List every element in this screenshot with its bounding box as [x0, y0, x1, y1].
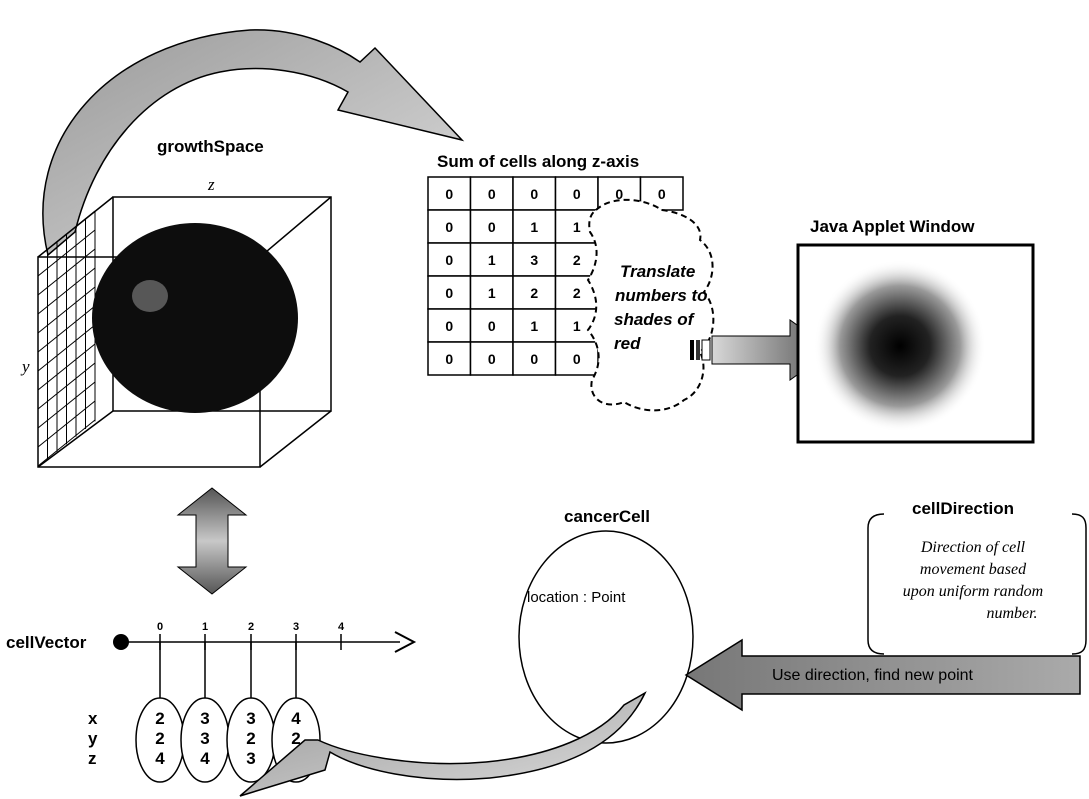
translate-line-1: Translate: [620, 262, 695, 281]
translate-line-3: shades of: [614, 310, 696, 329]
table-cell: 0: [445, 186, 453, 202]
table-cell: 0: [530, 186, 538, 202]
vector-entry-value: 2: [291, 729, 300, 748]
row-label-x: x: [88, 709, 98, 728]
growth-space-cube: growthSpace z y: [20, 137, 332, 468]
vector-entry-value: 4: [200, 749, 210, 768]
table-cell: 0: [445, 318, 453, 334]
top-curved-arrow: [42, 29, 465, 257]
vector-entry-value: 3: [200, 709, 209, 728]
vector-entry-value: 2: [246, 729, 255, 748]
table-cell: 1: [488, 252, 496, 268]
vector-entry-value: 3: [200, 729, 209, 748]
translate-line-2: numbers to: [615, 286, 708, 305]
vector-entry-value: 3: [246, 749, 255, 768]
vector-entry-value: 4: [291, 709, 301, 728]
growth-space-title: growthSpace: [157, 137, 264, 156]
table-cell: 3: [530, 252, 538, 268]
java-applet-window: Java Applet Window: [796, 217, 1035, 444]
vector-tick-label: 4: [338, 621, 345, 633]
vector-tick-label: 2: [248, 621, 254, 633]
table-cell: 0: [488, 351, 496, 367]
direction-line-4: number.: [986, 605, 1037, 622]
arrow-label: Use direction, find new point: [772, 667, 974, 684]
applet-heatmap-blob: [814, 260, 986, 432]
axis-z-label: z: [207, 175, 215, 194]
translate-line-4: red: [614, 334, 641, 353]
applet-title: Java Applet Window: [810, 217, 975, 236]
direction-line-2: movement based: [920, 561, 1027, 578]
table-cell: 0: [445, 219, 453, 235]
direction-line-1: Direction of cell: [920, 539, 1026, 556]
row-label-y: y: [88, 729, 98, 748]
table-cell: 0: [488, 219, 496, 235]
cell-direction-title: cellDirection: [912, 499, 1014, 518]
table-cell: 0: [573, 351, 581, 367]
translate-cloud: Translate numbers to shades of red: [586, 198, 715, 412]
table-cell: 2: [573, 252, 581, 268]
row-label-z: z: [88, 749, 97, 768]
table-cell: 0: [615, 186, 623, 202]
table-cell: 0: [445, 285, 453, 301]
bidirectional-arrow: [176, 487, 248, 595]
table-cell: 1: [530, 219, 538, 235]
vector-tick-label: 1: [202, 621, 208, 633]
vector-entry-value: 3: [246, 709, 255, 728]
axis-y-label: y: [20, 357, 30, 376]
vector-entry-value: 2: [155, 729, 164, 748]
table-cell: 0: [530, 351, 538, 367]
sum-table: Sum of cells along z-axis 0 0 0 0 0 0 0 0 1 1 0 1 3 2…: [427, 152, 684, 376]
tumor-sphere: [92, 223, 298, 413]
table-cell: 1: [573, 318, 581, 334]
vector-tick-label: 3: [293, 621, 299, 633]
cancer-cell-field: location : Point: [527, 589, 626, 606]
sum-table-title: Sum of cells along z-axis: [437, 152, 639, 171]
use-direction-arrow: Use direction, find new point: [684, 638, 1081, 712]
grid-slab: [37, 210, 96, 467]
vector-entry-value: 4: [155, 749, 165, 768]
table-cell: 0: [445, 252, 453, 268]
cell-direction: cellDirection Direction of cell movement…: [867, 499, 1087, 655]
vector-tick-label: 0: [157, 621, 163, 633]
table-cell: 1: [573, 219, 581, 235]
table-cell: 2: [530, 285, 538, 301]
svg-text:Direction of cell moveme: Direction of cell movement based upon un…: [903, 539, 1047, 622]
table-cell: 0: [488, 186, 496, 202]
table-cell: 0: [658, 186, 666, 202]
cancer-cell: cancerCell location : Point: [518, 507, 694, 744]
table-cell: 0: [573, 186, 581, 202]
cancer-cell-title: cancerCell: [564, 507, 650, 526]
svg-text:Translate numbers to: Translate numbers to shades of red: [614, 262, 712, 353]
vector-entry-value: 2: [155, 709, 164, 728]
table-cell: 0: [488, 318, 496, 334]
table-cell: 0: [445, 351, 453, 367]
table-cell: 1: [530, 318, 538, 334]
table-cell: 2: [573, 285, 581, 301]
table-cell: 1: [488, 285, 496, 301]
direction-line-3: upon uniform random: [903, 583, 1043, 600]
bottom-curved-arrow: [239, 691, 647, 797]
cell-vector-label: cellVector: [6, 633, 87, 652]
